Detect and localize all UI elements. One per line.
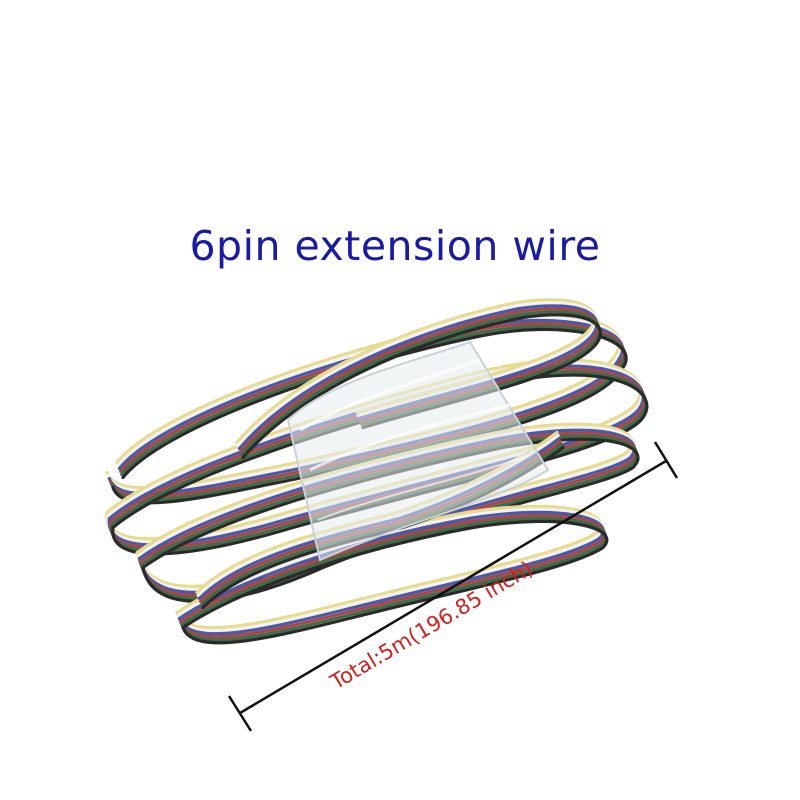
wire-strand: [105, 312, 622, 490]
wire-strand: [181, 519, 609, 645]
wire-strand: [110, 324, 627, 502]
wire-strand: [106, 315, 623, 493]
product-title: 6pin extension wire: [189, 222, 601, 270]
wire-loop: [105, 312, 628, 505]
wire-strand: [237, 304, 599, 451]
wire-strand: [109, 321, 626, 499]
length-label: Total:5m(196.85 inch): [325, 556, 536, 694]
tape-wrap: [286, 340, 550, 562]
wire-strand: [179, 513, 606, 639]
wire-strand: [236, 301, 598, 448]
wire-strand: [111, 327, 628, 505]
wire-strand: [235, 298, 596, 445]
wire-strand: [107, 318, 624, 496]
wire-strand: [239, 307, 600, 454]
wire-strand: [240, 310, 601, 457]
length-dimension-line: [227, 441, 679, 732]
wire-strand: [241, 313, 602, 460]
wire-loop: [235, 298, 602, 460]
wire-strand: [180, 516, 608, 642]
